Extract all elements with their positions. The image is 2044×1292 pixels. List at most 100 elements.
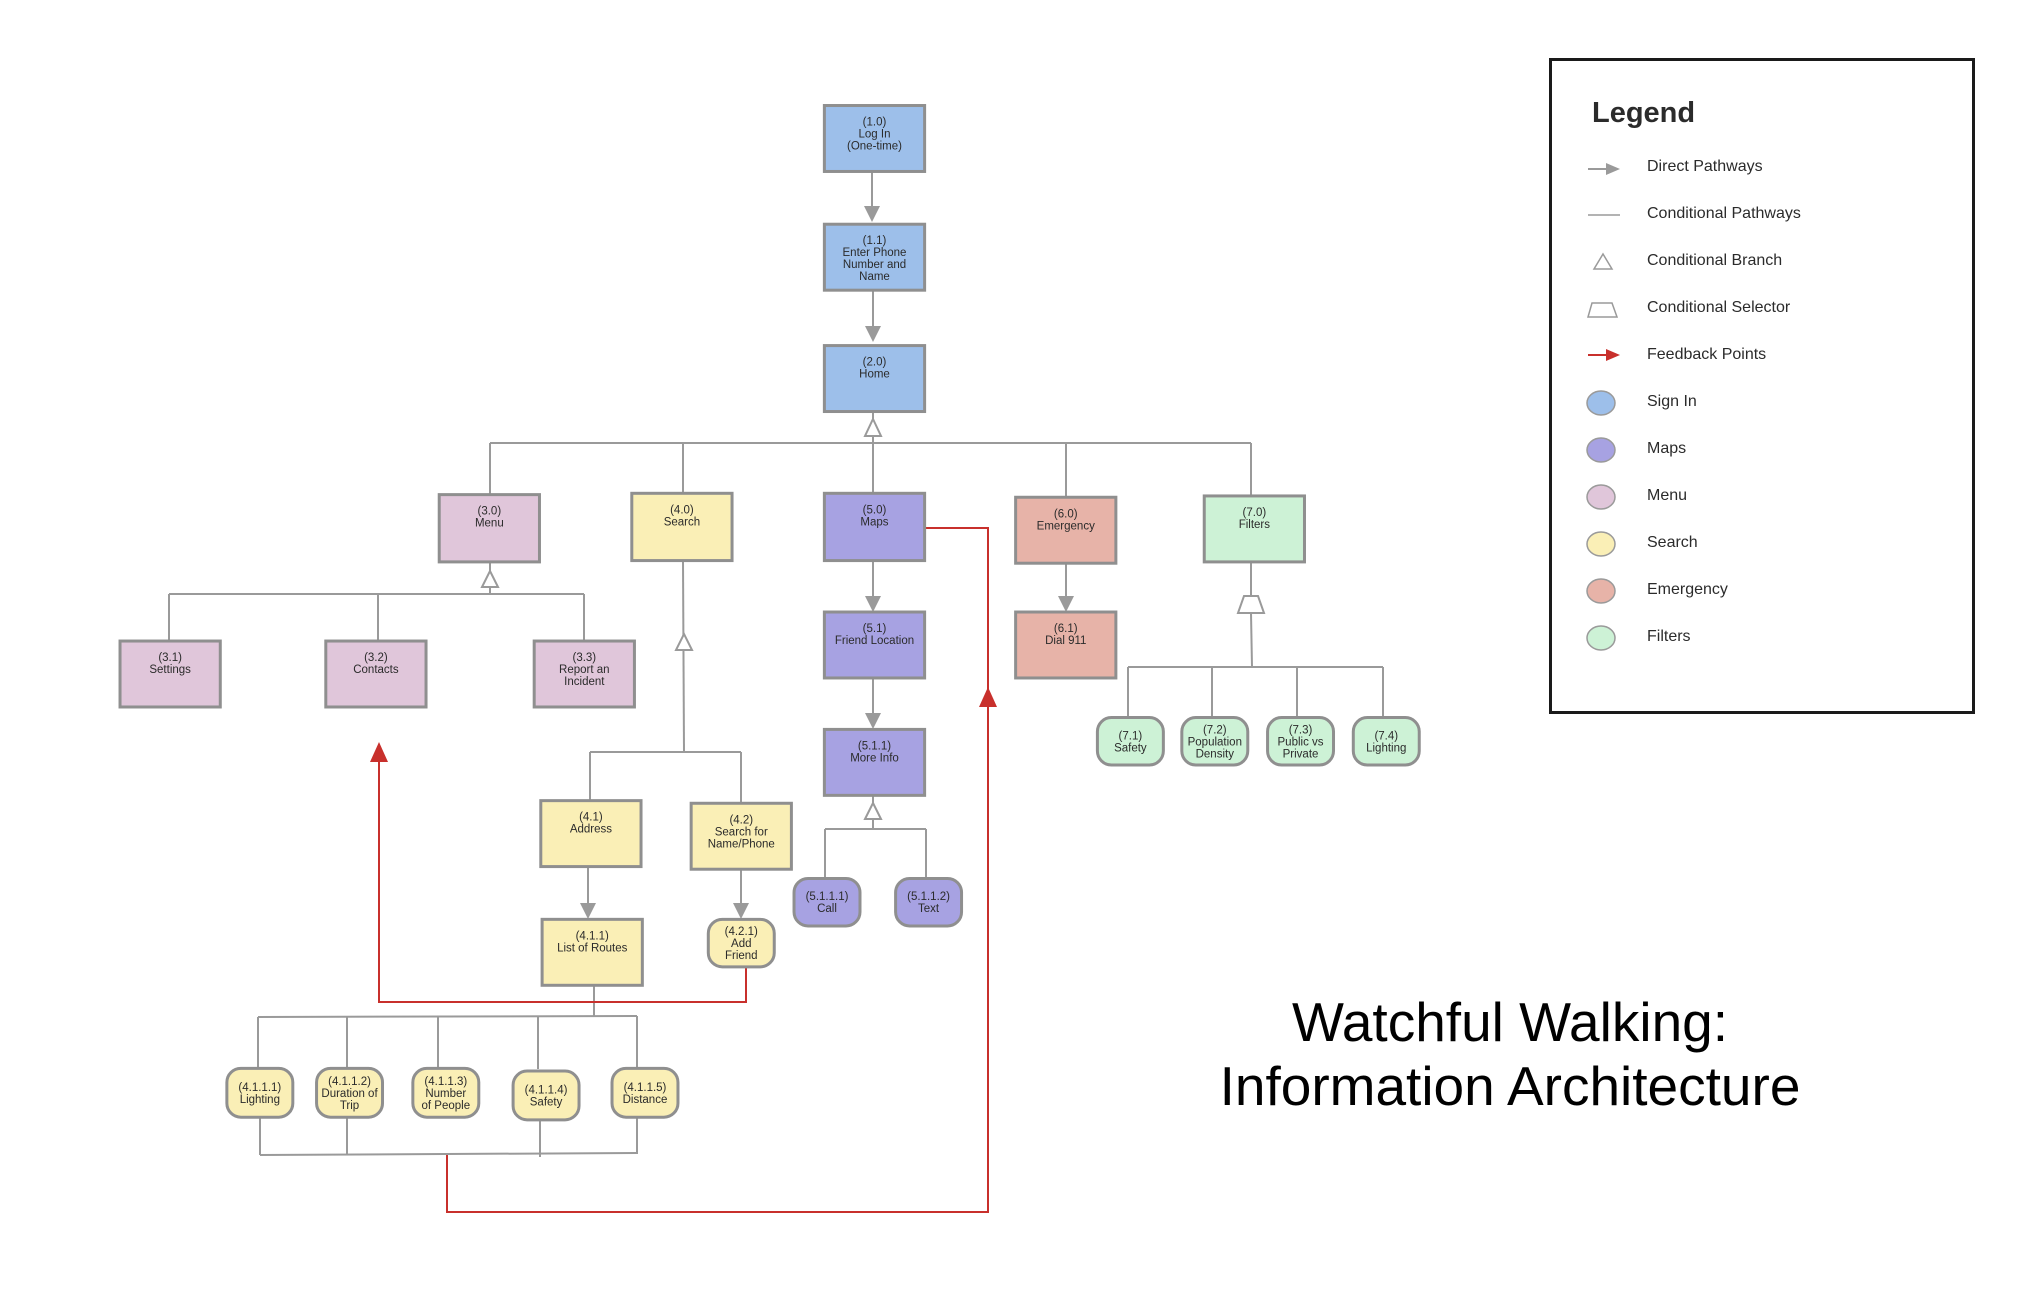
node-5-1-1-2: (5.1.1.2)Text: [894, 876, 964, 928]
node-5-1: (5.1)Friend Location: [822, 610, 927, 680]
conditional-branch-icon: [863, 800, 883, 820]
node-2-0: (2.0)Home: [822, 344, 927, 414]
node-box: [1095, 716, 1165, 767]
node-4-1: (4.1)Address: [539, 799, 643, 869]
node-4-1-1-4: (4.1.1.4)Safety: [511, 1069, 581, 1122]
node-id: (5.1.1.2): [907, 891, 950, 903]
conditional-pathway: [682, 560, 685, 753]
node-label: Call: [817, 903, 837, 915]
node-label: Report an: [559, 664, 610, 676]
node-id: (4.1.1.2): [328, 1076, 371, 1088]
search-swatch-icon: [1586, 529, 1620, 559]
node-id: (5.1): [863, 623, 887, 635]
legend-label: Filters: [1647, 628, 1691, 645]
node-box: [539, 799, 643, 869]
conditional-selector-icon: [1236, 595, 1266, 614]
arrowhead-icon: [865, 596, 881, 612]
node-box: [118, 639, 222, 709]
node-id: (4.1.1): [576, 930, 609, 942]
node-id: (7.4): [1374, 730, 1398, 742]
legend-label: Menu: [1647, 487, 1688, 504]
feedback-pathways: [370, 527, 997, 1213]
node-id: (5.1.1.1): [806, 891, 849, 903]
node-label: Number: [425, 1088, 466, 1100]
node-4-1-1-5: (4.1.1.5)Distance: [610, 1066, 680, 1119]
node-label: Safety: [530, 1096, 563, 1108]
node-id: (3.1): [158, 652, 182, 664]
conditional-pathway: [259, 1152, 639, 1156]
legend-label: Emergency: [1647, 581, 1728, 598]
node-id: (6.0): [1054, 508, 1078, 520]
legend-item: Feedback Points: [1552, 341, 1972, 371]
feedback-arrowhead-icon: [370, 742, 388, 762]
node-id: (3.0): [478, 506, 502, 518]
node-label: More Info: [850, 752, 899, 764]
node-label: Text: [918, 903, 940, 915]
node-4-1-1: (4.1.1)List of Routes: [540, 917, 644, 987]
node-6-1: (6.1)Dial 911: [1014, 610, 1118, 680]
node-4-0: (4.0)Search: [630, 491, 734, 563]
node-id: (4.1.1.1): [238, 1082, 281, 1094]
node-label: Name: [859, 271, 890, 283]
node-id: (3.3): [572, 652, 596, 664]
feedback-pathway-add-friend-to-contacts: [378, 760, 747, 1003]
node-id: (6.1): [1054, 623, 1078, 635]
node-box: [822, 222, 927, 292]
node-label: Number and: [843, 259, 906, 271]
legend-label: Direct Pathways: [1647, 158, 1763, 175]
legend-title: Legend: [1592, 97, 1696, 129]
conditional-pathway: [257, 1015, 638, 1018]
node-label: Density: [1196, 748, 1235, 760]
legend-label: Conditional Branch: [1647, 252, 1783, 269]
diagram-title: Watchful Walking: Information Architectu…: [1160, 990, 1860, 1118]
legend-item: Sign In: [1552, 388, 1972, 418]
node-box: [1014, 610, 1118, 680]
node-5-1-1: (5.1.1)More Info: [822, 727, 927, 797]
node-box: [1202, 494, 1306, 564]
legend-label: Conditional Selector: [1647, 299, 1791, 316]
node-box: [540, 917, 644, 987]
node-id: (5.0): [863, 504, 887, 516]
gray-arrow-icon: [1586, 153, 1620, 183]
node-label: Trip: [340, 1100, 359, 1112]
node-label: Lighting: [1366, 742, 1406, 754]
conditional-branch-icon: [480, 568, 500, 588]
node-label: Name/Phone: [708, 838, 775, 850]
node-id: (1.1): [863, 235, 887, 247]
node-label: Address: [570, 824, 612, 836]
node-label: Enter Phone: [843, 247, 907, 259]
node-box: [324, 639, 428, 709]
conditional-branch-icon: [863, 416, 883, 437]
legend-item: Conditional Selector: [1552, 294, 1972, 324]
red-arrow-icon: [1586, 341, 1620, 371]
arrowhead-icon: [865, 326, 881, 342]
node-id: (4.1.1.5): [624, 1082, 667, 1094]
node-box: [630, 491, 734, 563]
node-id: (4.0): [670, 504, 694, 516]
node-label: Search for: [715, 826, 768, 838]
node-label: Friend Location: [835, 635, 914, 647]
diagram-title-line2: Information Architecture: [1219, 1055, 1801, 1117]
node-id: (4.1.1.4): [525, 1084, 568, 1096]
legend-label: Feedback Points: [1647, 346, 1767, 363]
node-box: [610, 1066, 680, 1119]
nodes: (1.0)Log In(One-time)(1.1)Enter PhoneNum…: [118, 104, 1421, 1122]
connectors: [168, 172, 1384, 1157]
node-label: Contacts: [353, 664, 399, 676]
node-label: of People: [422, 1100, 471, 1112]
node-box: [894, 876, 964, 928]
legend-label: Sign In: [1647, 393, 1697, 410]
node-label: Settings: [149, 664, 191, 676]
node-box: [532, 639, 636, 709]
legend-item: Search: [1552, 529, 1972, 559]
diagram-title-line1: Watchful Walking:: [1291, 991, 1729, 1053]
node-id: (4.2): [729, 814, 753, 826]
node-id: (7.2): [1203, 724, 1227, 736]
node-7-1: (7.1)Safety: [1095, 716, 1165, 767]
